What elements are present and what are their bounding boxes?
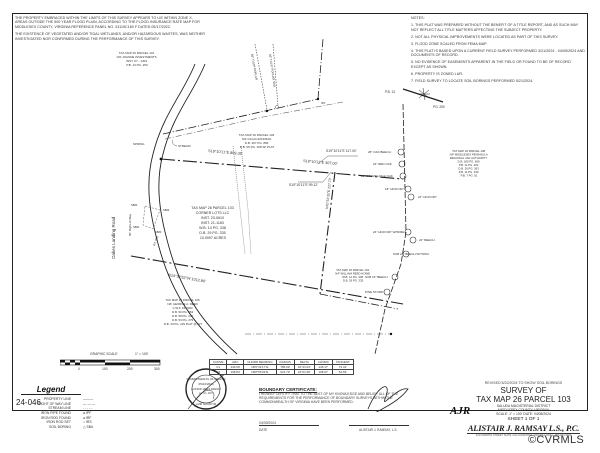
svg-text:24" HICKORY W/WIRE: 24" HICKORY W/WIRE	[373, 230, 404, 234]
parcel-102-label: TAX MAP 26 PARCEL 102 N/F OLGA HOFFMAN D…	[239, 133, 275, 149]
svg-text:SB#2: SB#2	[131, 203, 138, 207]
svg-text:24" RED OAK: 24" RED OAK	[373, 162, 392, 166]
notes-block: Notes: 1. This plat was prepared without…	[411, 16, 586, 86]
iron-pin-marker	[316, 97, 320, 101]
county: MIDDLESEX COUNTY, VIRGINIA	[497, 408, 550, 412]
north-arrow-icon	[418, 87, 430, 101]
course-label: S19°10'11"E 117.00'	[326, 149, 357, 153]
seal-lic: Lic. No. 1167	[199, 392, 214, 395]
title-block: REVISED 5/22/2024 TO SHOW SOIL BORINGS S…	[461, 381, 586, 437]
certificate-heading: BOUNDARY CERTIFICATE:	[259, 387, 317, 392]
svg-text:N70°51'35"E 227.73': N70°51'35"E 227.73'	[325, 177, 332, 209]
legend-item: SOIL BORING△ SB#	[49, 424, 93, 429]
certificate-body: I hereby certify that to the best of my …	[259, 392, 399, 404]
survey-map-drawing: Oakes Landing Road 50' Right-of-Way RT. …	[111, 38, 489, 412]
spring-label: SPRING	[133, 142, 145, 146]
tree-label: 28" TULIP POPLAR	[250, 53, 259, 81]
parcel-104-label: TAX MAP 26 PARCEL 104 N/F WILLIAM REED H…	[335, 268, 371, 283]
revision-note: REVISED 5/22/2024 TO SHOW SOIL BORINGS	[484, 381, 563, 385]
sheet-number: SHEET 1 OF 1	[507, 417, 540, 422]
road-name-label: Oakes Landing Road	[111, 216, 116, 259]
svg-text:SUB 16" BEECH: SUB 16" BEECH	[365, 275, 388, 279]
course-label: S19°10'11"E 99.12'	[289, 183, 318, 187]
svg-text:18" HICKORY: 18" HICKORY	[385, 187, 404, 191]
soil-boring-area	[142, 205, 161, 230]
pb-label-left: P.B. 13	[385, 90, 395, 94]
parcel-103-label: TAX MAP 26 PARCEL 103 CORNER LOTS LLC IN…	[191, 206, 234, 240]
signature-scribble	[367, 386, 409, 412]
district: SALUDA MAGISTERIAL DISTRICT	[496, 404, 551, 408]
certificate-date-label: DATE	[259, 428, 268, 432]
certificate-date: 04/09/2024	[259, 421, 276, 425]
svg-text:24" BEECH: 24" BEECH	[419, 238, 435, 242]
legend-title: Legend	[21, 385, 81, 395]
parcel-101-label: TAX MAP 26 PARCEL 101 N/F JOANNE INVESTM…	[117, 51, 158, 67]
parcel-labels: TAX MAP 26 PARCEL 101 N/F JOANNE INVESTM…	[117, 51, 489, 326]
tree-markers	[383, 148, 417, 296]
svg-text:PINE STUMP: PINE STUMP	[365, 290, 383, 294]
course-label: S19°10'11"E 307.00'	[303, 159, 338, 166]
certificate-signer: ALISTAIR J. RAMSAY, L.S.	[359, 428, 398, 432]
survey-plat-sheet: The property embraced within the limits …	[12, 13, 588, 437]
seal-date: 05/22/2024	[198, 382, 213, 386]
parcel-108-label: TAX MAP 26 PARCEL 108 N/F MIDDLESEX PENI…	[450, 149, 489, 178]
legend: Legend PROPERTY LINE——— RIGHT OF WAY LIN…	[21, 385, 116, 429]
course-label: N14°32'52"W 1012.80'	[168, 273, 206, 284]
legend-item: IRON ROD SET○ IRS	[46, 420, 92, 425]
flood-zone-note: The property embraced within the limits …	[15, 16, 205, 44]
scale-date: SCALE: 1" = 100' DATE: 04/08/2024	[496, 412, 551, 416]
svg-text:SB#1: SB#1	[133, 225, 140, 229]
title-line-1: SURVEY OF	[500, 386, 547, 395]
road-oakes-landing	[148, 63, 238, 355]
title-line-2: TAX MAP 26 PARCEL 103	[476, 395, 571, 404]
tree-label: 28" TULIP POPLAR SUB	[268, 54, 277, 88]
note-item: 3. Flood zone scaled from FEMA map.	[411, 41, 488, 46]
svg-text:SB#4: SB#4	[163, 208, 170, 212]
firm-address: 2214 MARTIN STREET SUITE 4 GLOUCESTER, V…	[467, 433, 580, 437]
svg-text:IPF: IPF	[321, 101, 326, 105]
firm-name: ALISTAIR J. RAMSAY L.S., P.C.	[467, 423, 580, 433]
seal-name: ALISTAIR JAMES RAMSAY	[191, 388, 221, 391]
pb-label-right: PG. 250	[433, 105, 445, 109]
flood-note-2: The existence of vegetated and/or tidal …	[15, 32, 205, 41]
note-item: 5. No evidence of easements apparent in …	[411, 60, 571, 69]
seal-ring-text: COMMONWEALTH OF VIRGINIA	[186, 377, 225, 381]
legend-item: IRON ROD FOUND● IRF	[41, 415, 92, 420]
flood-note-1: The property embraced within the limits …	[15, 16, 200, 29]
note-item: 4. This plat is based upon a current fie…	[411, 48, 585, 58]
svg-text:28" OAK BEECH: 28" OAK BEECH	[368, 150, 391, 154]
stream-line	[164, 101, 344, 140]
note-item: 7. Field survey to locate soil borings p…	[411, 78, 534, 83]
road-row-label: 50' Right-of-Way	[128, 213, 132, 236]
table-row: C2 108.83' N08°53'22"E 621.70' 10°01'49"…	[208, 369, 354, 375]
note-item: 2. Not all physical improvements were lo…	[411, 34, 559, 39]
svg-text:24" HICKORY: 24" HICKORY	[418, 195, 437, 199]
boundary-certificate: BOUNDARY CERTIFICATE: I hereby certify t…	[259, 387, 409, 432]
course-label: S19°10'11"E 809.36'	[208, 149, 243, 156]
svg-text:SB#3: SB#3	[155, 230, 162, 234]
legend-item: RIGHT OF WAY LINE— — —	[38, 401, 96, 406]
cvrmls-watermark: ©CVRMLS	[528, 434, 585, 446]
surveyor-seal	[185, 368, 227, 410]
parcel-105-label: TAX MAP 26 PARCEL 105 N/F GEORGE A. REED…	[164, 298, 203, 326]
stream-label: STREAM	[178, 144, 191, 148]
legend-item: IRON PIPE FOUND● IPF	[40, 411, 92, 416]
note-item: 6. Property is zoned LUR.	[411, 71, 464, 76]
iron-pin-marker	[265, 109, 269, 113]
svg-text:SUB 24" BEECH W/TONIC: SUB 24" BEECH W/TONIC	[393, 252, 430, 256]
curve-table: CURVE ARC CHORD BEARING RADIUS DELTA CHO…	[208, 359, 354, 375]
note-item: 1. This plat was prepared without the be…	[411, 23, 579, 32]
job-number: 24-046	[16, 398, 41, 407]
svg-text:20" STUMP HOLE OAK: 20" STUMP HOLE OAK	[361, 174, 393, 178]
seal-bottom: LAND SURVEYOR	[196, 403, 217, 406]
notes-heading: Notes:	[411, 16, 425, 20]
legend-item: STREAM LINE- - - - -	[48, 406, 93, 411]
firm-logo-icon: AJR	[450, 405, 471, 417]
legend-item: PROPERTY LINE———	[43, 397, 94, 402]
road-route-label: RT. 602	[152, 235, 159, 246]
